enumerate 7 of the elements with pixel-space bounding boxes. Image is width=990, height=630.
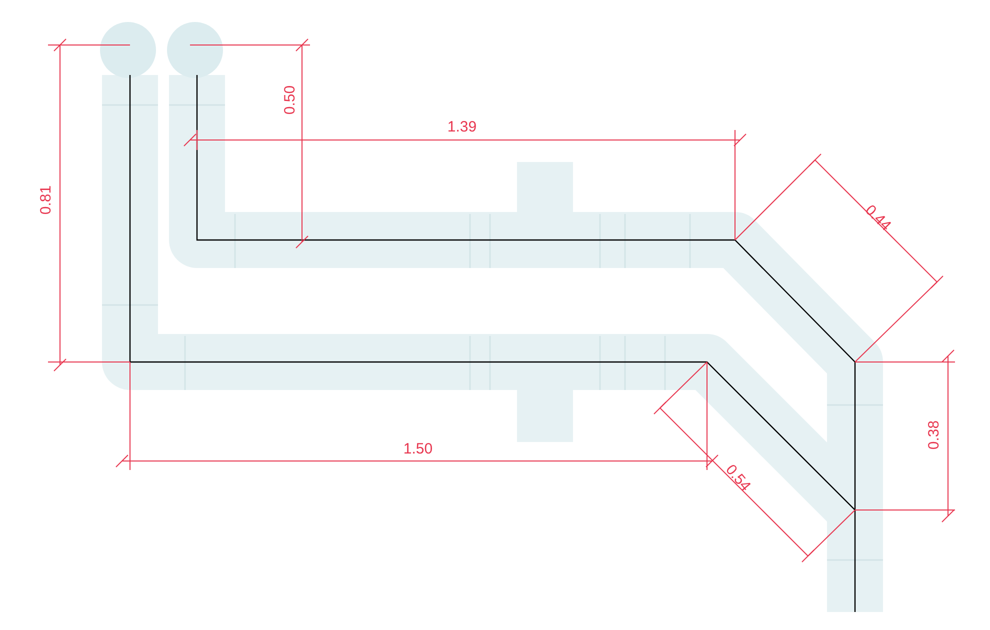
dimension-label: 0.50 <box>282 85 298 115</box>
dimension-label: 0.54 <box>722 462 754 494</box>
dimension-label: 0.81 <box>38 185 54 215</box>
dimension-label: 1.39 <box>447 120 477 134</box>
dimension-label: 0.44 <box>862 202 894 234</box>
dimension-label: 1.50 <box>403 442 433 456</box>
dimension-label: 0.38 <box>926 420 942 450</box>
